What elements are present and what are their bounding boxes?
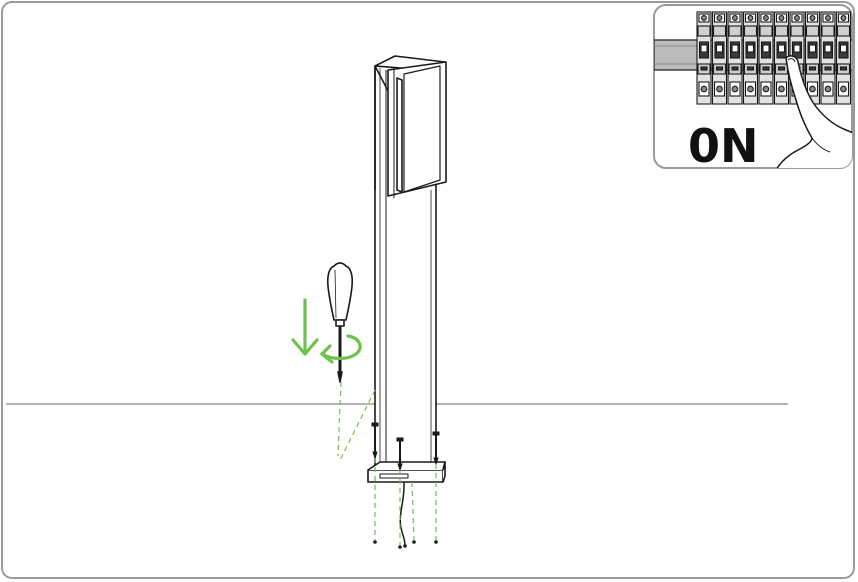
screw-right — [432, 431, 440, 466]
breaker-module — [804, 11, 821, 105]
down-arrow-icon — [291, 298, 319, 356]
screwdriver-icon — [326, 262, 354, 383]
power-on-label: 0N — [688, 119, 759, 173]
breaker-module — [711, 11, 728, 105]
breaker-inset: 0N — [653, 4, 853, 173]
breaker-module — [773, 11, 790, 105]
breaker-module — [835, 11, 852, 105]
circuit-breakers — [696, 11, 852, 105]
breaker-module — [758, 11, 774, 105]
anchor-screws — [371, 422, 440, 472]
screw-middle — [396, 437, 404, 472]
breaker-module — [727, 11, 743, 105]
screw-left — [371, 422, 379, 460]
breaker-module — [742, 11, 759, 105]
alignment-guides — [337, 381, 437, 545]
rotate-arrow-icon — [320, 334, 362, 364]
hand-icon — [775, 55, 852, 168]
breaker-module — [820, 11, 836, 105]
bollard-light — [367, 55, 447, 483]
hole-markers — [373, 540, 438, 549]
light-diffuser — [396, 77, 403, 193]
power-cable — [399, 481, 406, 546]
breaker-module — [696, 11, 712, 105]
